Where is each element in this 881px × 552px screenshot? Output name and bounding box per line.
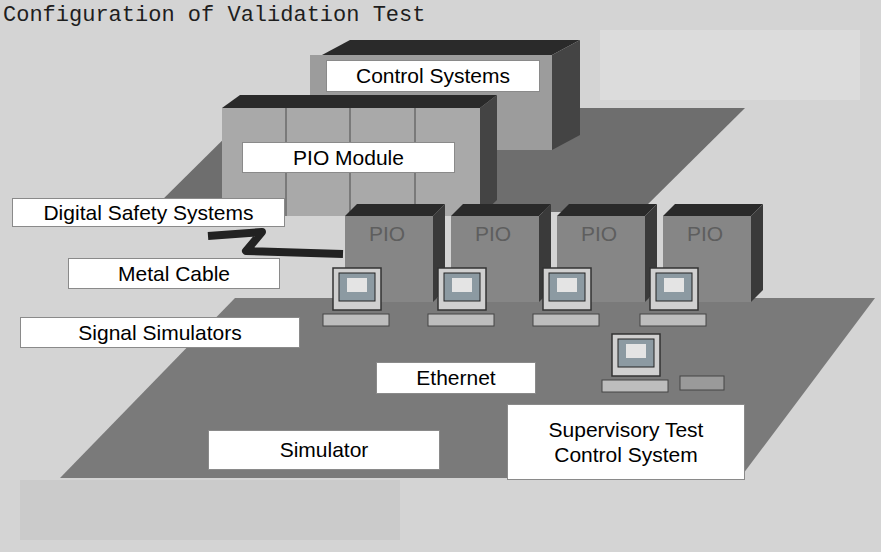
- background-patch: [600, 30, 860, 100]
- cabinet-label: PIO: [581, 222, 617, 246]
- window: [452, 278, 472, 292]
- diagram-title: Configuration of Validation Test: [3, 3, 425, 28]
- pio-cabinet: [345, 204, 445, 302]
- window: [626, 344, 646, 358]
- cabinet-top: [663, 204, 763, 216]
- pio-cabinet: [451, 204, 551, 302]
- simulator-label: Signal Simulators: [20, 317, 300, 348]
- module-label: PIO Module: [242, 142, 455, 173]
- background-patch: [20, 480, 400, 540]
- system-label: Supervisory Test Control System: [507, 404, 745, 480]
- label-text: Ethernet: [416, 365, 495, 390]
- cabinet-side: [751, 204, 763, 302]
- cabinet-side: [480, 95, 497, 216]
- metal-cable: [208, 232, 343, 254]
- monitor: [650, 268, 698, 310]
- keyboard: [602, 380, 668, 392]
- cabinet-front: [451, 216, 539, 302]
- window: [664, 278, 684, 292]
- system-label: Control Systems: [326, 60, 540, 92]
- cabinet-top: [451, 204, 551, 216]
- cabinet-front: [663, 216, 751, 302]
- computer-icon: [323, 268, 389, 326]
- cabinet-label: PIO: [687, 222, 723, 246]
- keyboard: [640, 314, 706, 326]
- computer-icon: [602, 334, 724, 392]
- simulator-label: Simulator: [208, 430, 440, 470]
- cabinet-label: PIO: [369, 222, 405, 246]
- printer: [680, 376, 724, 390]
- screen: [444, 273, 480, 301]
- label-text: PIO Module: [293, 145, 404, 170]
- cabinet-top: [322, 40, 580, 55]
- screen: [656, 273, 692, 301]
- label-text: Signal Simulators: [78, 320, 241, 345]
- screen: [339, 273, 375, 301]
- cable-label: Metal Cable: [68, 258, 280, 289]
- computer-icon: [428, 268, 494, 326]
- computer-icon: [533, 268, 599, 326]
- label-text: Digital Safety Systems: [43, 200, 253, 225]
- screen: [549, 273, 585, 301]
- cabinet-top: [557, 204, 657, 216]
- monitor: [438, 268, 486, 310]
- window: [347, 278, 367, 292]
- computer-icon: [640, 268, 706, 326]
- label-text: Metal Cable: [118, 261, 230, 286]
- cabinet-front: [557, 216, 645, 302]
- cabinet-side: [552, 40, 580, 150]
- label-text: Simulator: [280, 437, 369, 462]
- label-text: Supervisory Test Control System: [514, 417, 738, 467]
- keyboard: [428, 314, 494, 326]
- system-label: Digital Safety Systems: [12, 198, 285, 227]
- cabinet-top: [222, 95, 497, 108]
- cabinet-label: PIO: [475, 222, 511, 246]
- network-label: Ethernet: [376, 362, 536, 394]
- monitor: [543, 268, 591, 310]
- window: [557, 278, 577, 292]
- pio-cabinet: [663, 204, 763, 302]
- screen: [618, 339, 654, 367]
- label-text: Control Systems: [356, 63, 510, 88]
- monitor: [333, 268, 381, 310]
- pio-cabinet: [557, 204, 657, 302]
- cabinet-top: [345, 204, 445, 216]
- keyboard: [323, 314, 389, 326]
- keyboard: [533, 314, 599, 326]
- monitor: [612, 334, 660, 376]
- cabinet-front: [345, 216, 433, 302]
- lower-floor: [60, 298, 875, 478]
